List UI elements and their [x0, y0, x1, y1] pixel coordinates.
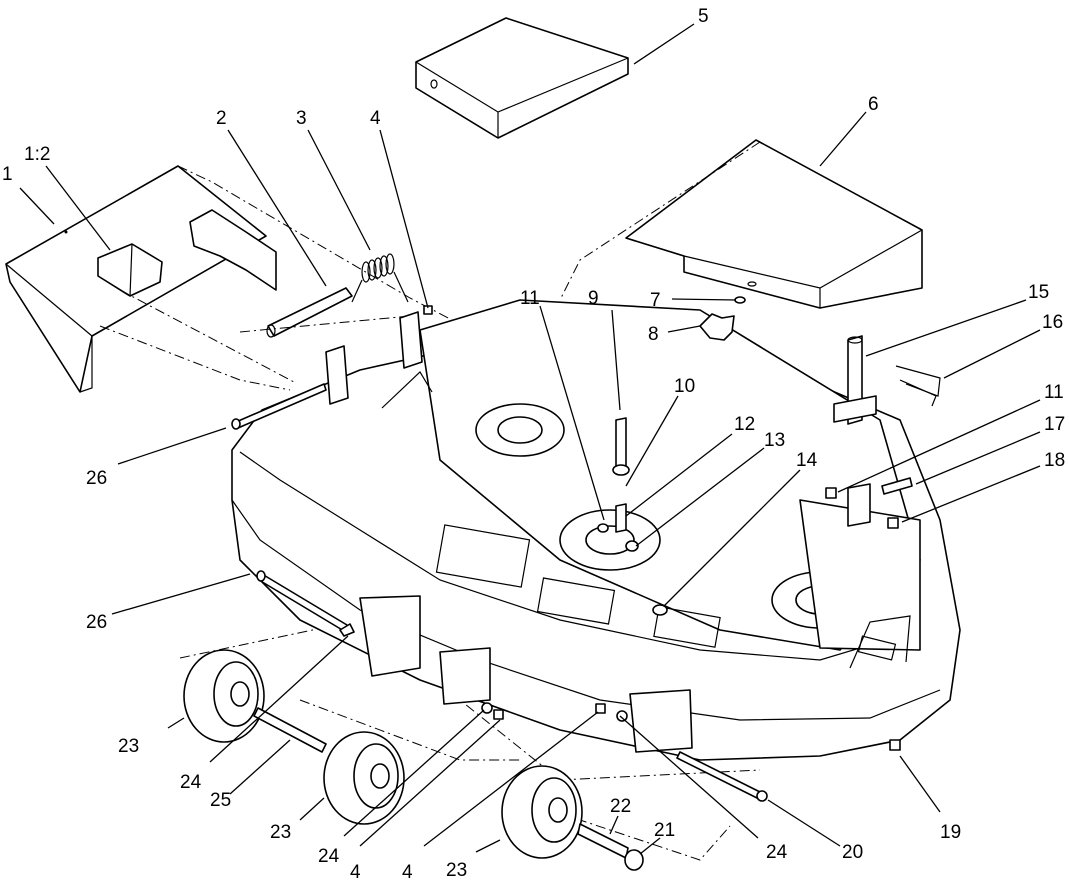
caster-wheels	[183, 649, 644, 871]
callout-6: 6	[868, 94, 879, 115]
callout-4-middle: 4	[350, 862, 361, 883]
callout-20: 20	[842, 842, 863, 863]
callout-14: 14	[796, 450, 818, 471]
callout-21: 21	[654, 820, 675, 841]
callout-23-middle: 23	[270, 822, 291, 843]
callout-10: 10	[674, 376, 695, 397]
callout-25: 25	[210, 790, 231, 811]
rear-cover-plate	[415, 17, 629, 139]
fastener-hardware	[423, 305, 913, 751]
callout-4-right: 4	[402, 862, 413, 883]
callout-1-2: 1:2	[24, 144, 50, 165]
callout-3: 3	[296, 108, 307, 129]
callout-9: 9	[588, 288, 599, 309]
callout-26-top: 26	[86, 468, 107, 489]
knob-and-washer	[699, 296, 746, 341]
callout-15: 15	[1028, 282, 1049, 303]
callout-23-left: 23	[118, 736, 139, 757]
callout-5: 5	[698, 6, 709, 27]
callout-17: 17	[1044, 414, 1065, 435]
left-deflector-shield	[5, 165, 277, 393]
callout-23-right: 23	[446, 860, 467, 881]
callout-13: 13	[764, 430, 785, 451]
callout-16: 16	[1042, 312, 1063, 333]
height-adjust-posts	[612, 335, 877, 527]
callout-11-left: 11	[520, 288, 540, 309]
callout-7: 7	[650, 290, 661, 311]
deck-housing	[231, 299, 961, 761]
callout-22: 22	[610, 796, 631, 817]
callout-18: 18	[1044, 450, 1065, 471]
callout-24-left: 24	[180, 772, 202, 793]
callout-2: 2	[216, 108, 227, 129]
callout-24-right: 24	[766, 842, 788, 863]
pivot-rod-and-spring	[266, 253, 409, 338]
right-side-cover	[625, 139, 923, 309]
leader-lines	[19, 23, 1041, 855]
callout-26-bottom: 26	[86, 612, 107, 633]
callout-12: 12	[734, 414, 755, 435]
long-bolts	[231, 383, 768, 802]
callout-labels: 1 1:2 2 3 4 5 6 7 8 9 10 11 11 12 13 14 …	[2, 6, 1065, 883]
callout-11-right: 11	[1044, 382, 1064, 403]
callout-4-top: 4	[370, 108, 381, 129]
callout-24-middle: 24	[318, 846, 340, 867]
callout-8: 8	[648, 324, 659, 345]
callout-19: 19	[940, 822, 961, 843]
hair-pin-clip	[895, 365, 941, 407]
callout-1: 1	[2, 164, 13, 185]
